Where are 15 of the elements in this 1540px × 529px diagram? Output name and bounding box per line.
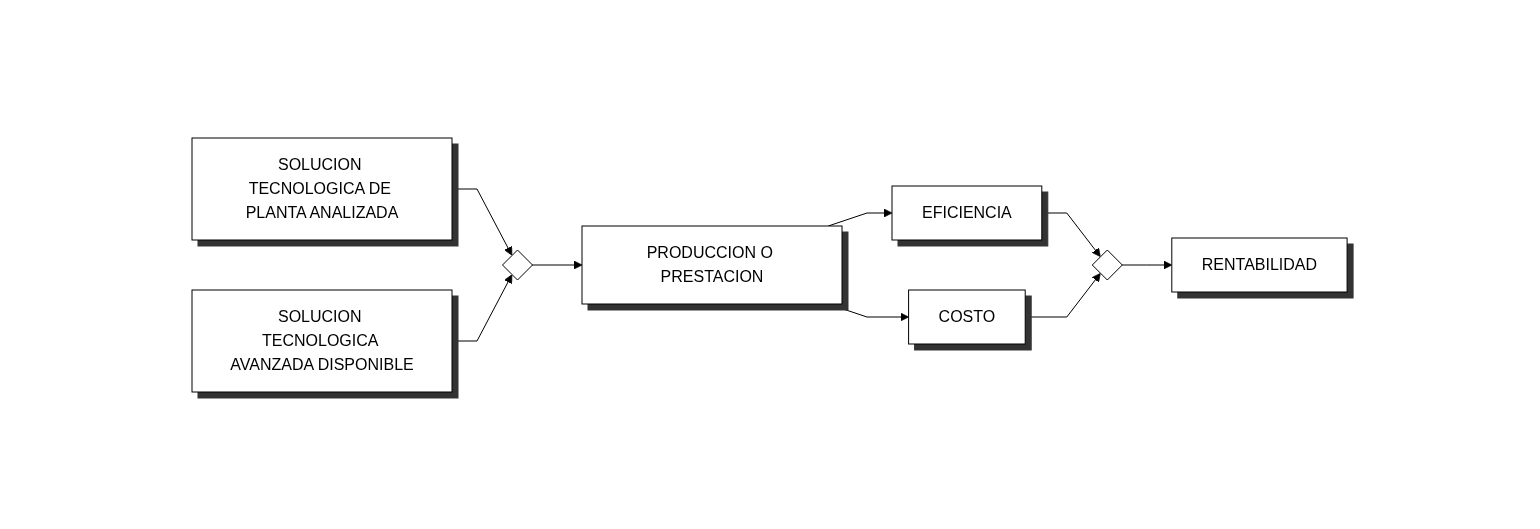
arrow	[828, 303, 910, 321]
arrow	[1025, 272, 1102, 317]
arrow	[531, 260, 583, 269]
node-box: SOLUCION TECNOLOGICA DE PLANTA ANALIZADA	[191, 137, 453, 240]
node-box: COSTO	[908, 289, 1027, 344]
node-box: EFICIENCIA	[891, 185, 1043, 240]
node-box: RENTABILIDAD	[1171, 237, 1349, 292]
arrow	[1041, 212, 1102, 257]
node-box: SOLUCION TECNOLOGICA AVANZADA DISPONIBLE	[191, 289, 453, 392]
node-diamond	[1092, 249, 1124, 280]
arrow	[451, 273, 513, 341]
node-diamond	[502, 249, 534, 280]
arrow	[451, 188, 513, 256]
arrow	[1121, 260, 1173, 269]
node-box: PRODUCCION O PRESTACION	[581, 225, 843, 304]
